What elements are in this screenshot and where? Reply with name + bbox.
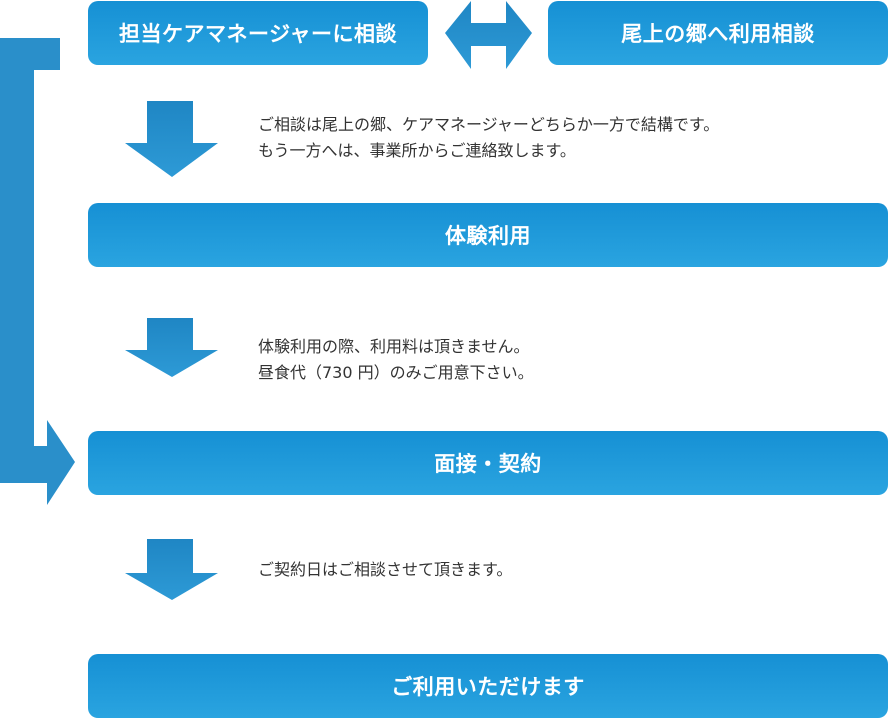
- step-care-manager-label: 担当ケアマネージャーに相談: [118, 22, 398, 46]
- note-trial-line-1: 体験利用の際、利用料は頂きません。: [258, 337, 530, 356]
- down-arrow-3: [125, 539, 218, 600]
- note-trial-line-2: 昼食代（730 円）のみご用意下さい。: [258, 363, 534, 382]
- down-arrow-1: [125, 101, 218, 177]
- step-contract: 面接・契約: [88, 431, 888, 495]
- note-consult-line-1: ご相談は尾上の郷、ケアマネージャーどちらか一方で結構です。: [258, 115, 720, 134]
- step-contract-label: 面接・契約: [434, 452, 542, 476]
- down-arrow-2: [125, 318, 218, 377]
- step-trial: 体験利用: [88, 203, 888, 267]
- step-care-manager: 担当ケアマネージャーに相談: [88, 1, 428, 65]
- step-ogami-consult: 尾上の郷へ利用相談: [548, 1, 888, 65]
- bypass-arrow: [0, 38, 75, 505]
- step-start-service-label: ご利用いただけます: [391, 675, 585, 699]
- note-contract-line-1: ご契約日はご相談させて頂きます。: [258, 560, 513, 579]
- note-consult-line-2: もう一方へは、事業所からご連絡致します。: [258, 141, 576, 160]
- step-trial-label: 体験利用: [445, 224, 531, 248]
- double-arrow: [445, 1, 532, 69]
- note-consult: ご相談は尾上の郷、ケアマネージャーどちらか一方で結構です。 もう一方へは、事業所…: [258, 112, 719, 164]
- step-ogami-consult-label: 尾上の郷へ利用相談: [621, 22, 815, 46]
- note-contract: ご契約日はご相談させて頂きます。: [258, 557, 512, 583]
- note-trial: 体験利用の際、利用料は頂きません。 昼食代（730 円）のみご用意下さい。: [258, 334, 534, 386]
- step-start-service: ご利用いただけます: [88, 654, 888, 718]
